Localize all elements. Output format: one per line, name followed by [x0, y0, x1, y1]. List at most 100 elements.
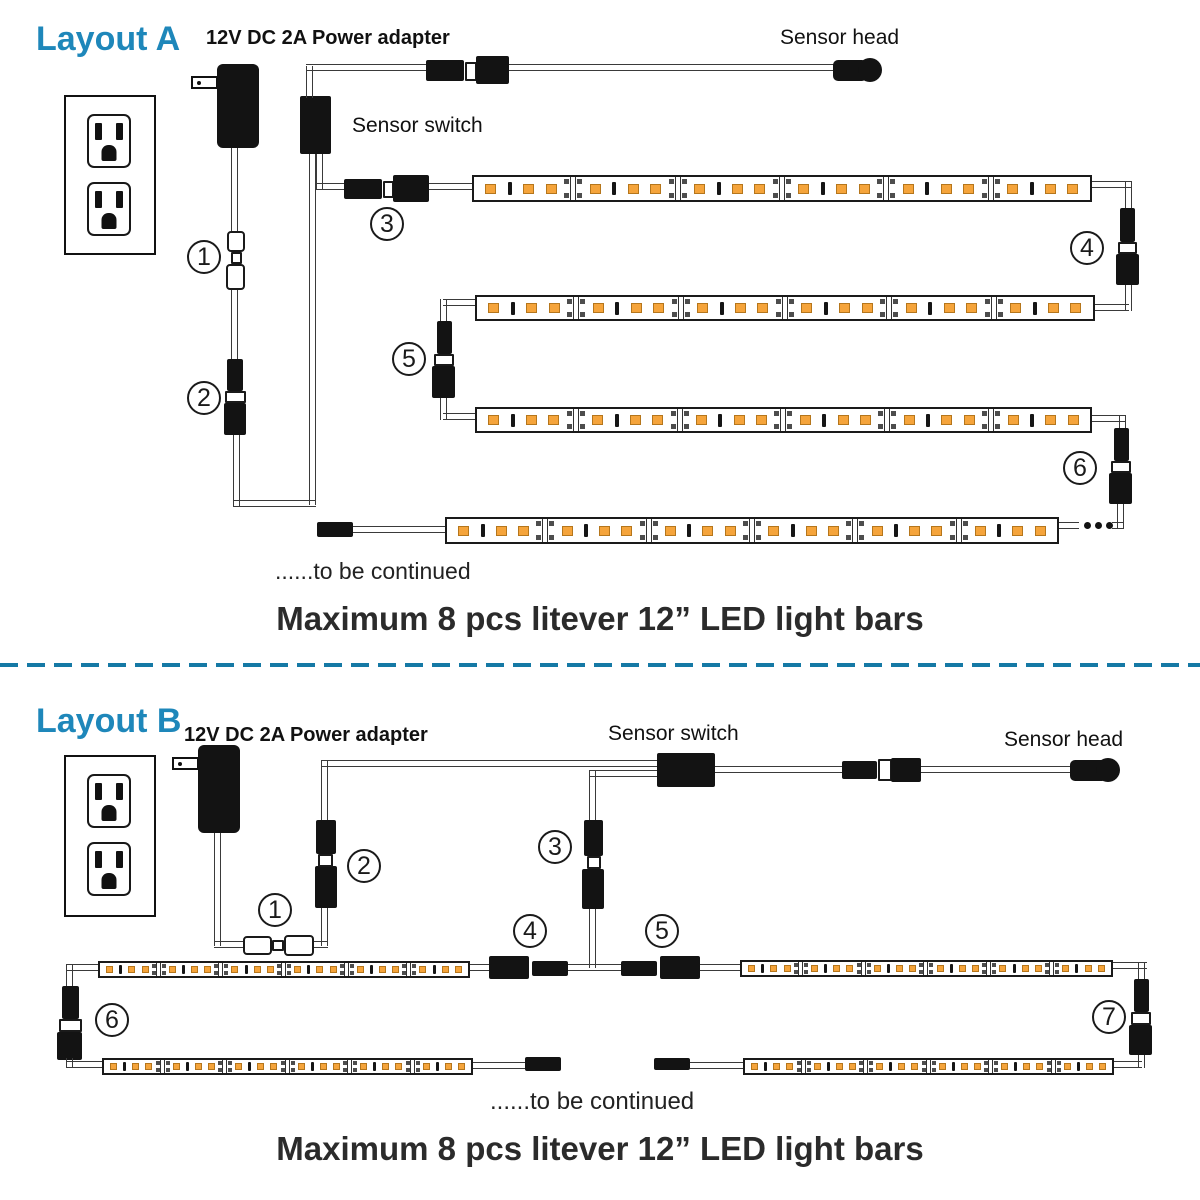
segment-junction — [774, 409, 793, 431]
tick-mark-icon — [889, 1062, 893, 1071]
tick-mark-icon — [893, 524, 898, 537]
jline — [987, 177, 994, 200]
slot — [95, 191, 102, 208]
ellipsis-dot — [1106, 522, 1113, 529]
led-light-bar-b4 — [743, 1058, 1114, 1075]
jline — [778, 177, 785, 200]
jline — [542, 519, 549, 542]
led-segment — [477, 409, 571, 431]
connector7-male — [1134, 979, 1149, 1012]
led-chip-icon — [960, 1063, 968, 1070]
solder-pad-icon — [683, 424, 689, 429]
wire — [1117, 504, 1124, 529]
solder-pad-icon — [997, 312, 1003, 317]
solder-pad-icon — [280, 1068, 285, 1072]
led-chip-icon — [871, 525, 883, 536]
connector5-male — [437, 321, 452, 354]
led-chip-icon — [786, 1063, 794, 1070]
led-segment — [654, 519, 747, 542]
connector1-white-b — [226, 264, 245, 290]
tick-mark-icon — [507, 182, 512, 195]
segment-junction — [1046, 1060, 1061, 1073]
led-segment — [581, 409, 675, 431]
led-chip-icon — [523, 183, 535, 194]
wire — [321, 760, 657, 767]
solder-pad-icon — [353, 1068, 357, 1072]
sensor-head-label-b: Sensor head — [1004, 728, 1124, 751]
solder-pad-icon — [549, 535, 555, 540]
led-chip-icon — [1021, 965, 1029, 972]
circle-number-7-b: 7 — [1092, 1000, 1126, 1034]
segment-junction — [878, 409, 897, 431]
led-segment — [225, 963, 280, 976]
connector-notch — [1131, 1012, 1151, 1025]
led-segment — [477, 297, 571, 319]
wire — [66, 964, 98, 971]
led-chip-icon — [128, 966, 136, 973]
connector-notch — [587, 856, 601, 869]
wire — [231, 290, 238, 359]
led-chip-icon — [773, 1063, 781, 1070]
sensor-head-tip-icon — [858, 58, 882, 82]
led-chip-icon — [1034, 525, 1046, 536]
led-chip-icon — [488, 415, 500, 425]
solder-pad-icon — [339, 964, 344, 968]
tick-mark-icon — [1029, 182, 1034, 195]
solder-pad-icon — [580, 299, 586, 304]
end-connector-cap — [654, 1058, 690, 1070]
jline — [674, 177, 681, 200]
solder-pad-icon — [165, 1061, 170, 1065]
jline — [572, 409, 579, 431]
ground — [101, 873, 117, 889]
tick-mark-icon — [119, 965, 123, 974]
solder-pad-icon — [652, 521, 658, 526]
solder-pad-icon — [564, 193, 570, 198]
solder-pad-icon — [165, 1068, 170, 1072]
connector7-female — [1129, 1025, 1152, 1055]
solder-pad-icon — [921, 1068, 926, 1072]
connector-male — [426, 60, 464, 81]
led-chip-icon — [859, 415, 871, 425]
layout-a-title: Layout A — [36, 20, 181, 58]
tick-mark-icon — [820, 182, 825, 195]
tick-mark-icon — [480, 524, 485, 537]
segment-junction — [880, 297, 899, 319]
tick-mark-icon — [823, 301, 828, 315]
segment-junction — [877, 177, 896, 200]
led-chip-icon — [972, 965, 980, 972]
solder-pad-icon — [982, 970, 987, 974]
circle-number-2-b: 2 — [347, 849, 381, 883]
circle-number-4-a: 4 — [1070, 231, 1104, 265]
led-chip-icon — [905, 303, 917, 313]
led-chip-icon — [1034, 965, 1042, 972]
solder-pad-icon — [931, 1068, 936, 1072]
solder-pad-icon — [984, 1061, 988, 1065]
connector1-white-a — [243, 936, 272, 955]
segment-junction — [982, 409, 1001, 431]
solder-pad-icon — [1046, 1061, 1051, 1065]
solder-pad-icon — [290, 1061, 295, 1065]
solder-pad-icon — [684, 299, 690, 304]
sensor-switch-a — [300, 96, 331, 154]
solder-pad-icon — [984, 312, 990, 317]
led-segment — [550, 519, 643, 542]
solder-pad-icon — [793, 963, 798, 967]
jline — [1049, 962, 1055, 975]
solder-pad-icon — [919, 963, 924, 967]
solder-pad-icon — [349, 971, 354, 975]
connector3-female — [393, 175, 429, 202]
slot — [95, 783, 102, 800]
connector6-female — [1109, 473, 1132, 504]
wire — [1092, 415, 1126, 422]
plug-prong-icon — [191, 76, 218, 89]
led-chip-icon — [754, 183, 766, 194]
led-segment — [892, 409, 986, 431]
tick-mark-icon — [719, 301, 724, 315]
tick-mark-icon — [822, 413, 827, 427]
led-chip-icon — [828, 525, 840, 536]
led-chip-icon — [106, 966, 114, 973]
solder-pad-icon — [787, 424, 793, 429]
led-chip-icon — [909, 525, 921, 536]
segment-junction — [343, 1060, 357, 1073]
solder-pad-icon — [681, 179, 687, 184]
